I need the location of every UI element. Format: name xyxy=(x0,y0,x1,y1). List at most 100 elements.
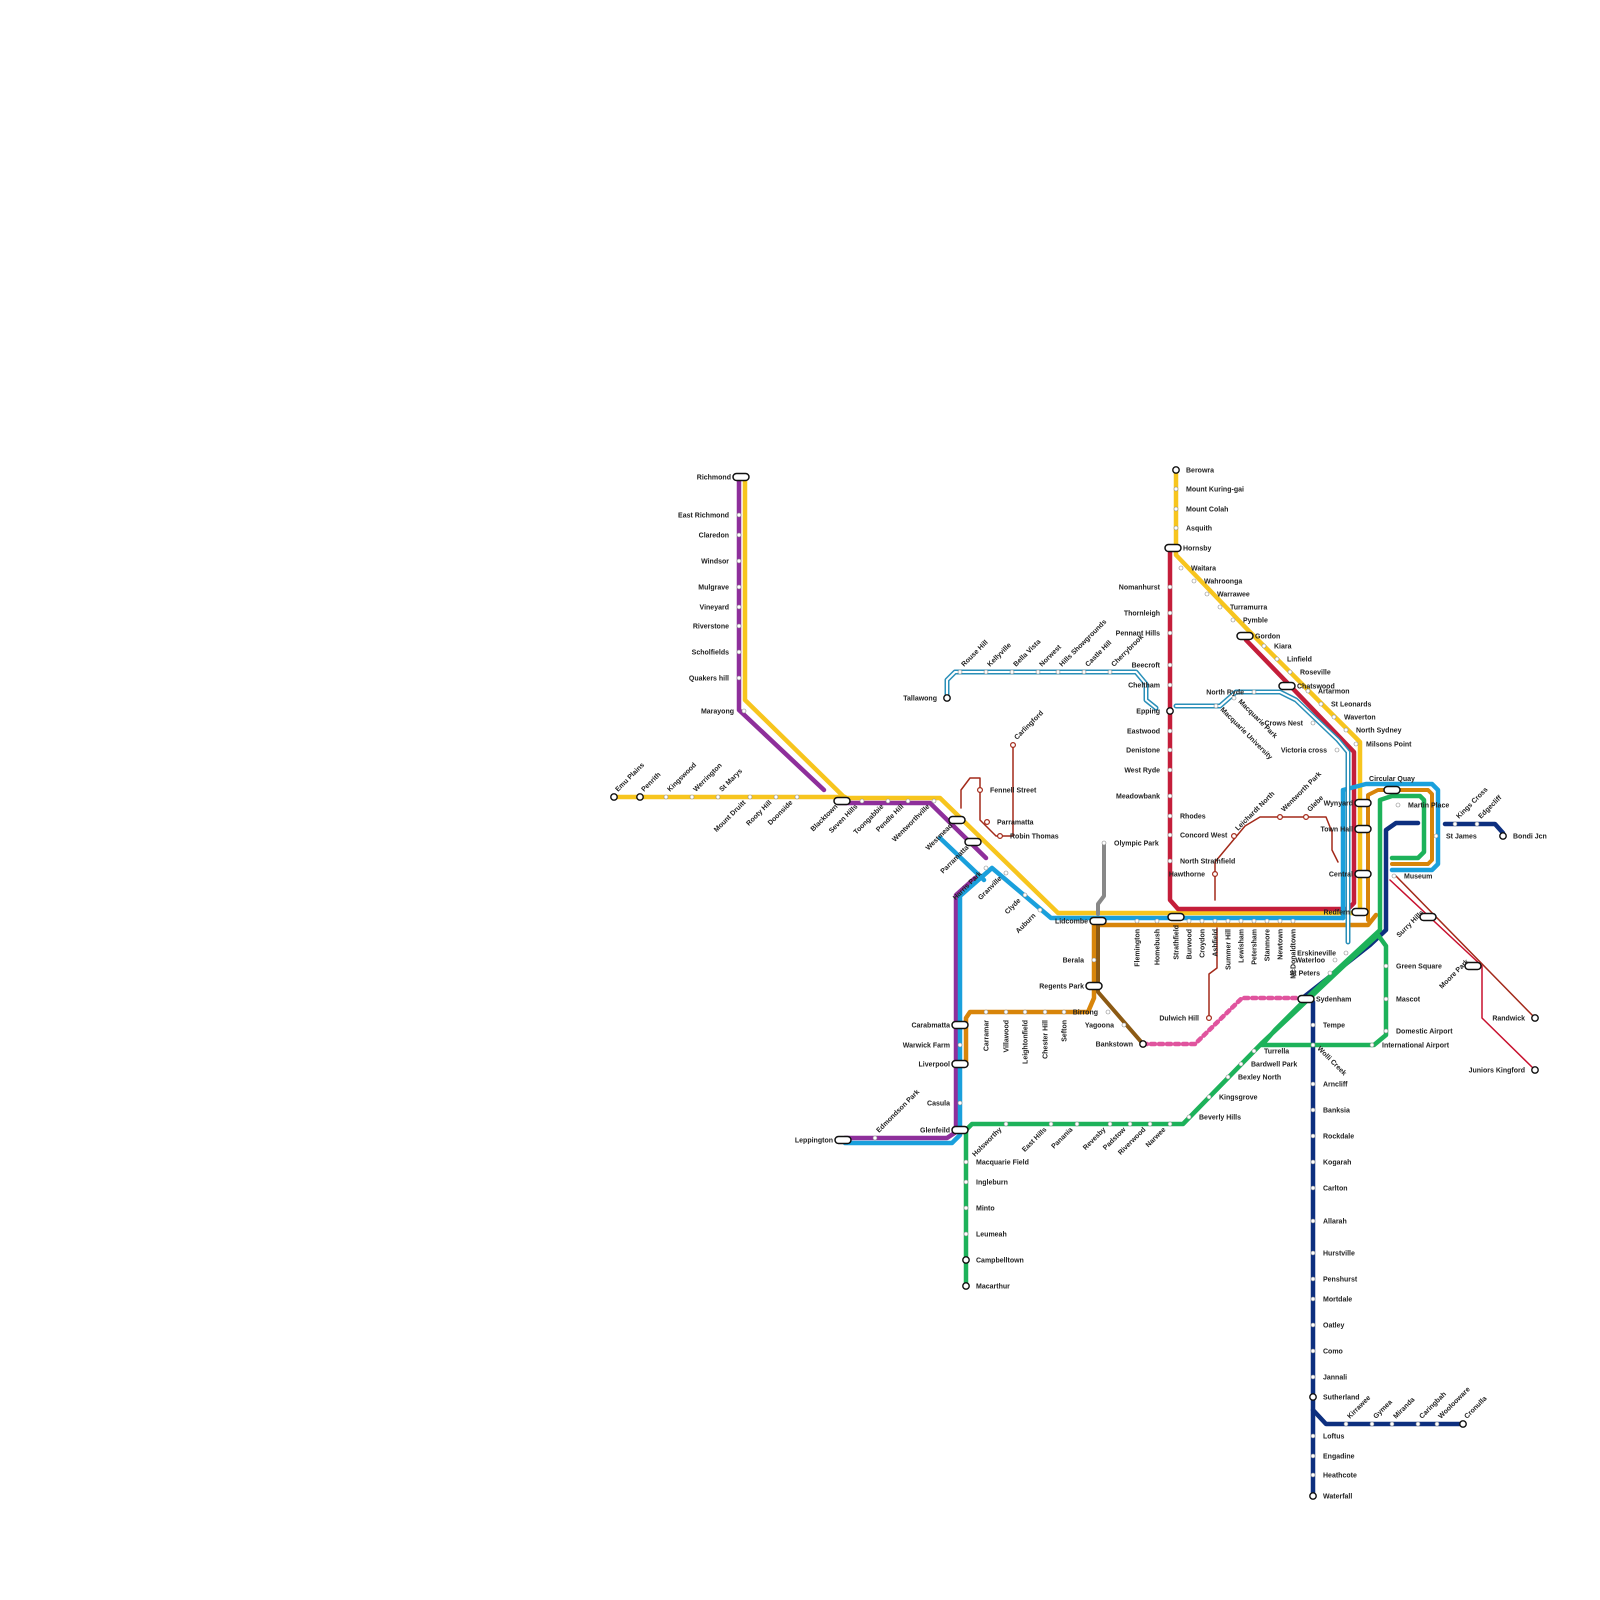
interchange-surry-hills[interactable] xyxy=(1419,912,1437,922)
station-dot-seven-hills[interactable] xyxy=(859,798,865,804)
station-dot-milsons-point[interactable] xyxy=(1353,741,1359,747)
station-dot-beverly-hills[interactable] xyxy=(1186,1114,1192,1120)
station-dot-martin-place[interactable] xyxy=(1395,802,1401,808)
station-dot-tempe[interactable] xyxy=(1310,1022,1316,1028)
station-dot-turramurra[interactable] xyxy=(1217,604,1223,610)
station-dot-bexley-north[interactable] xyxy=(1225,1074,1231,1080)
terminal-penrith[interactable] xyxy=(636,793,644,801)
terminal-tallawong[interactable] xyxy=(943,694,951,702)
terminal-juniors-kingsford[interactable] xyxy=(1531,1066,1539,1074)
station-dot-st-marys[interactable] xyxy=(715,794,721,800)
station-dot-carlton[interactable] xyxy=(1310,1185,1316,1191)
terminal-bankstown[interactable] xyxy=(1139,1040,1147,1048)
station-dot-allawah[interactable] xyxy=(1310,1218,1316,1224)
station-dot-edmondson-park[interactable] xyxy=(872,1135,878,1141)
station-dot-villawood[interactable] xyxy=(1003,1009,1009,1015)
station-dot-macdonaldtown[interactable] xyxy=(1290,918,1296,924)
station-dot-leumeah[interactable] xyxy=(963,1231,969,1237)
station-dot-wollstonecraft[interactable] xyxy=(1318,701,1324,707)
station-dot-east-richmond[interactable] xyxy=(736,512,742,518)
station-dot-mortdale[interactable] xyxy=(1310,1296,1316,1302)
station-dot-waterloo[interactable] xyxy=(1332,957,1338,963)
station-dot-riverwood[interactable] xyxy=(1147,1121,1153,1127)
terminal-campbelltown[interactable] xyxy=(962,1256,970,1264)
terminal-berowra[interactable] xyxy=(1172,466,1180,474)
station-dot-leightonfield[interactable] xyxy=(1022,1009,1028,1015)
station-dot-flemington[interactable] xyxy=(1134,918,1140,924)
station-dot-erskineville[interactable] xyxy=(1343,950,1349,956)
station-dot-petersham[interactable] xyxy=(1251,918,1257,924)
station-dot-artarmon[interactable] xyxy=(1305,688,1311,694)
station-dot-norwest[interactable] xyxy=(1035,669,1041,675)
station-dot-north-sydney[interactable] xyxy=(1343,727,1349,733)
station-dot-mount-colah[interactable] xyxy=(1173,506,1179,512)
station-dot-waitara[interactable] xyxy=(1178,565,1184,571)
station-dot-ashfield[interactable] xyxy=(1212,918,1218,924)
interchange-redfern[interactable] xyxy=(1351,907,1369,917)
station-dot-roseville[interactable] xyxy=(1287,669,1293,675)
station-dot-cheltenham[interactable] xyxy=(1167,682,1173,688)
lightrail-stop-glebe[interactable] xyxy=(1302,813,1309,820)
station-dot-rouse-hill[interactable] xyxy=(957,669,963,675)
interchange-regents-park[interactable] xyxy=(1085,981,1103,991)
station-dot-lewisham[interactable] xyxy=(1238,918,1244,924)
terminal-epping[interactable] xyxy=(1166,707,1174,715)
station-dot-berala[interactable] xyxy=(1091,957,1097,963)
interchange-glenfield[interactable] xyxy=(951,1125,969,1135)
terminal-emu-plains[interactable] xyxy=(610,793,618,801)
station-dot-macquarie-park[interactable] xyxy=(1231,695,1237,701)
station-dot-panania[interactable] xyxy=(1074,1121,1080,1127)
station-dot-kings-cross[interactable] xyxy=(1452,821,1458,827)
station-dot-casula[interactable] xyxy=(957,1100,963,1106)
station-dot-gymea[interactable] xyxy=(1369,1421,1375,1427)
station-dot-ingleburn[interactable] xyxy=(963,1179,969,1185)
station-dot-green-square[interactable] xyxy=(1383,963,1389,969)
terminal-macarthur[interactable] xyxy=(962,1282,970,1290)
station-dot-bella-vista[interactable] xyxy=(1009,669,1015,675)
station-dot-denistone[interactable] xyxy=(1167,747,1173,753)
station-dot-waverton[interactable] xyxy=(1331,714,1337,720)
station-dot-chester-hill[interactable] xyxy=(1042,1009,1048,1015)
station-dot-woolooware[interactable] xyxy=(1434,1421,1440,1427)
station-dot-holsworthy[interactable] xyxy=(1003,1121,1009,1127)
station-dot-hurstville[interactable] xyxy=(1310,1250,1316,1256)
lightrail-stop-wentworth-park[interactable] xyxy=(1276,813,1283,820)
station-dot-east-hills[interactable] xyxy=(1048,1121,1054,1127)
station-dot-warrawee[interactable] xyxy=(1204,591,1210,597)
interchange-westmead[interactable] xyxy=(948,815,966,825)
station-dot-yagoona[interactable] xyxy=(1121,1022,1127,1028)
interchange-cabramatta[interactable] xyxy=(951,1020,969,1030)
station-dot-meadowbank[interactable] xyxy=(1167,793,1173,799)
interchange-hornsby[interactable] xyxy=(1164,543,1182,553)
station-dot-museum[interactable] xyxy=(1391,873,1397,879)
interchange-circular-quay[interactable] xyxy=(1383,785,1401,795)
station-dot-padstow[interactable] xyxy=(1127,1121,1133,1127)
station-dot-doonside[interactable] xyxy=(794,794,800,800)
station-dot-toongabbie[interactable] xyxy=(885,798,891,804)
station-dot-rhodes[interactable] xyxy=(1167,813,1173,819)
lightrail-stop-fennell-street[interactable] xyxy=(976,786,983,793)
station-dot-killara[interactable] xyxy=(1261,643,1267,649)
station-dot-lindfield[interactable] xyxy=(1274,656,1280,662)
station-dot-macquarie-uni[interactable] xyxy=(1213,703,1219,709)
station-dot-normanhurst[interactable] xyxy=(1167,584,1173,590)
station-dot-oatley[interactable] xyxy=(1310,1322,1316,1328)
station-dot-jannali[interactable] xyxy=(1310,1374,1316,1380)
station-dot-summer-hill[interactable] xyxy=(1225,918,1231,924)
lightrail-stop-hawthorne[interactable] xyxy=(1211,870,1218,877)
station-dot-newtown[interactable] xyxy=(1277,918,1283,924)
terminal-bondi-jcn[interactable] xyxy=(1499,832,1507,840)
interchange-gordon[interactable] xyxy=(1236,631,1254,641)
station-dot-penshurst[interactable] xyxy=(1310,1276,1316,1282)
station-dot-clyde[interactable] xyxy=(1022,892,1028,898)
station-dot-windsor[interactable] xyxy=(736,558,742,564)
station-dot-engadine[interactable] xyxy=(1310,1453,1316,1459)
station-dot-st-james[interactable] xyxy=(1433,833,1439,839)
station-dot-north-ryde[interactable] xyxy=(1251,689,1257,695)
station-dot-rooty-hill[interactable] xyxy=(773,794,779,800)
station-dot-wolli-creek[interactable] xyxy=(1310,1042,1316,1048)
station-dot-burwood[interactable] xyxy=(1186,918,1192,924)
station-dot-north-strathfield[interactable] xyxy=(1167,858,1173,864)
station-dot-harris-park[interactable] xyxy=(983,865,989,871)
station-dot-victoria-cross[interactable] xyxy=(1334,747,1340,753)
